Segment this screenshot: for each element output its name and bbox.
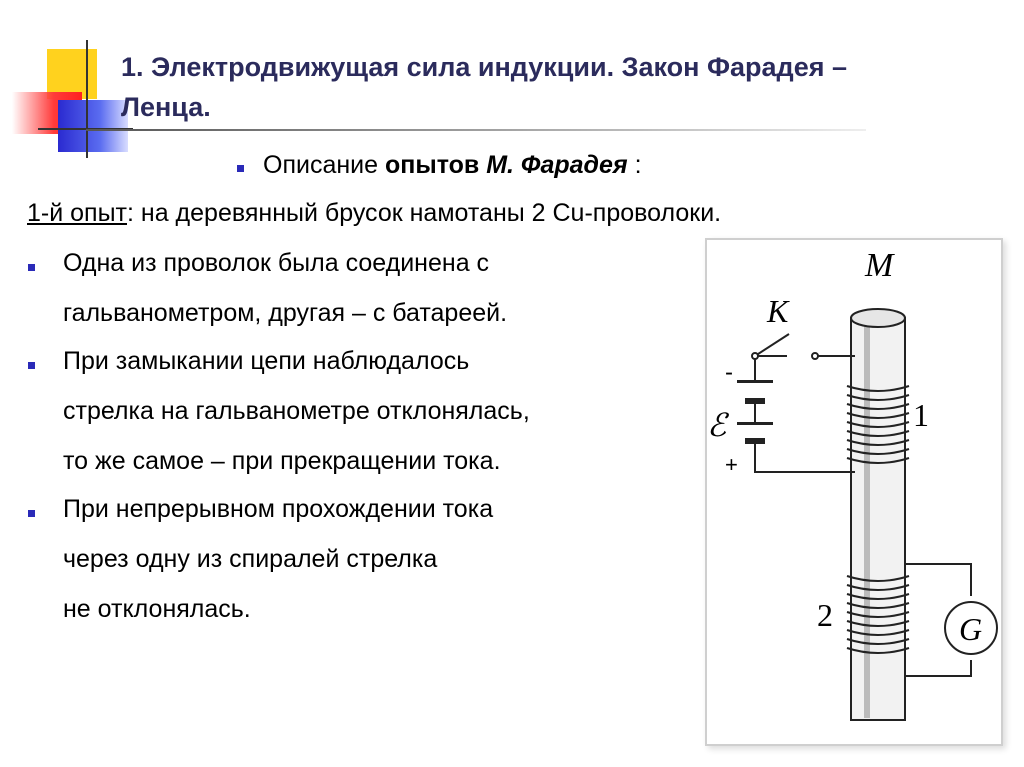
decor-blue-square (58, 100, 128, 152)
faraday-experiment-figure: M K - ℰ + 1 2 G (705, 238, 1003, 746)
experiment-line: 1-й опыт: на деревянный брусок намотаны … (27, 198, 721, 228)
label-K: K (766, 293, 790, 329)
battery-cells (737, 380, 773, 444)
key-switch (754, 333, 790, 357)
key-pivot (751, 352, 759, 360)
key-contact (811, 352, 819, 360)
decor-vertical-line (86, 40, 88, 158)
label-plus: + (725, 452, 738, 477)
slide-title: 1. Электродвижущая сила индукции. Закон … (121, 52, 847, 122)
experiment-colon: : (127, 199, 134, 227)
subtitle-bold: опытов (384, 151, 487, 179)
bullet-2-line-3: то же самое – при прекращении тока. (63, 447, 501, 475)
label-coil-2: 2 (817, 597, 833, 633)
label-G: G (959, 611, 982, 647)
bullet-marker (28, 362, 35, 369)
experiment-text: на деревянный брусок намотаны 2 Cu-прово… (133, 199, 722, 227)
bullet-1-line-1: Одна из проволок была соединена с (63, 249, 490, 277)
battery-circuit (754, 333, 855, 473)
subtitle-author: М. Фарадея (486, 151, 628, 179)
bullet-marker (28, 510, 35, 517)
bullet-3-line-1: При непрерывном прохождении тока (63, 495, 494, 523)
subtitle: Описание опытов М. Фарадея : (263, 150, 642, 180)
bullet-1-line-2: гальванометром, другая – с батареей. (63, 299, 508, 327)
experiment-label: 1-й опыт (27, 199, 127, 227)
label-minus: - (725, 359, 733, 386)
coil-2 (846, 575, 910, 654)
label-emf: ℰ (707, 406, 730, 444)
subtitle-suffix: : (627, 151, 642, 179)
label-M: M (864, 247, 895, 284)
wooden-rod (850, 317, 906, 721)
decor-horizontal-line (38, 128, 133, 130)
title-underline (86, 129, 866, 131)
bullet-3-line-3: не отклонялась. (63, 595, 251, 623)
rod-top (850, 308, 906, 328)
subtitle-prefix: Описание (263, 151, 385, 179)
bullet-2-line-2: стрелка на гальванометре отклонялась, (63, 397, 530, 425)
bullet-marker (237, 165, 244, 172)
label-coil-1: 1 (913, 397, 929, 433)
coil-1 (846, 385, 910, 464)
bullet-marker (28, 264, 35, 271)
galvanometer (944, 601, 998, 655)
galvanometer-circuit (905, 563, 972, 677)
bullet-3-line-2: через одну из спиралей стрелка (63, 545, 438, 573)
decor-yellow-square (47, 49, 97, 99)
bullet-2-line-1: При замыкании цепи наблюдалось (63, 347, 470, 375)
